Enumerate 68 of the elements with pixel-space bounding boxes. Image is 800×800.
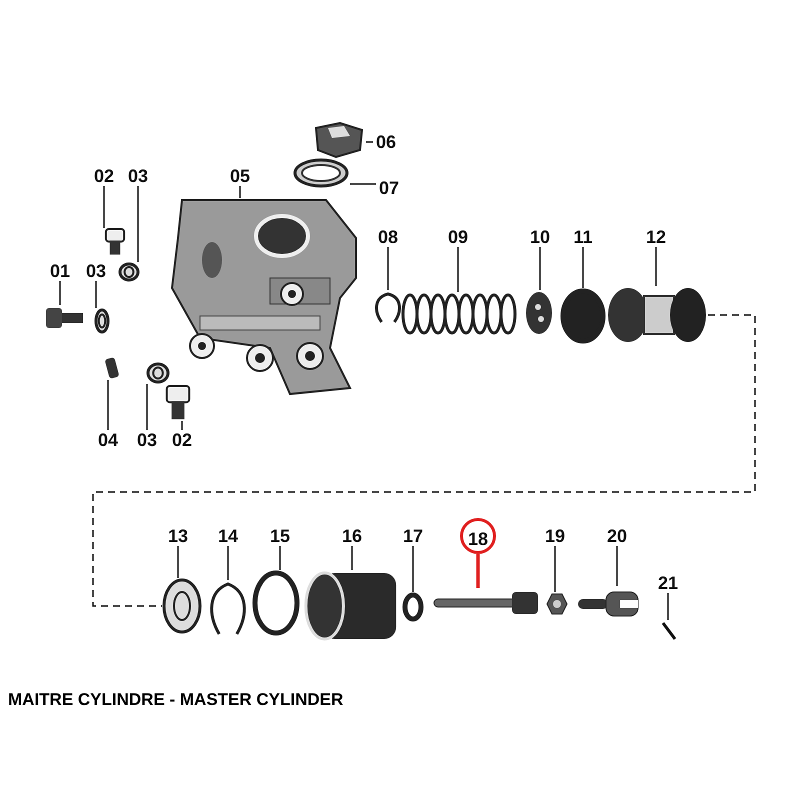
nut-drawing (546, 592, 568, 616)
callout-number: 11 (570, 227, 596, 247)
callout-number: 06 (373, 132, 399, 152)
washer-drawing (118, 262, 140, 282)
spring-drawing (400, 292, 518, 336)
callout-number: 18 (460, 518, 496, 554)
caption: MAITRE CYLINDRE - MASTER CYLINDER (8, 690, 344, 710)
leader-line (351, 546, 353, 570)
callout-number: 10 (527, 227, 553, 247)
callout-number: 12 (643, 227, 669, 247)
leader-line (476, 554, 480, 588)
leader-line (655, 247, 657, 286)
callout-number: 07 (376, 178, 402, 198)
callout-number: 20 (604, 526, 630, 546)
leader-line (412, 546, 414, 592)
leader-line (582, 247, 584, 288)
connector-line (92, 314, 756, 607)
leader-line (59, 281, 61, 305)
gasket-drawing (292, 156, 350, 190)
leader-line (279, 546, 281, 570)
leader-line (554, 546, 556, 592)
leader-line (350, 183, 376, 185)
leader-line (539, 247, 541, 290)
cup-drawing (524, 290, 554, 336)
leader-line (366, 141, 373, 143)
cylinder-body-drawing (170, 198, 360, 398)
leader-line (103, 186, 105, 228)
leader-line (95, 281, 97, 308)
leader-line (146, 384, 148, 430)
callout-number: 15 (267, 526, 293, 546)
washer-drawing (94, 308, 110, 334)
ring-drawing (252, 570, 300, 636)
callout-number: 09 (445, 227, 471, 247)
callout-number: 05 (227, 166, 253, 186)
leader-line (667, 593, 669, 620)
boot-drawing (304, 570, 398, 642)
leader-line (137, 186, 139, 262)
leader-line (387, 247, 389, 290)
pin-drawing (660, 620, 678, 642)
callout-number: 13 (165, 526, 191, 546)
leader-line (616, 546, 618, 586)
leader-line (177, 546, 179, 578)
bolt-drawing (45, 305, 85, 331)
callout-number: 03 (134, 430, 160, 450)
leader-line (181, 421, 183, 430)
disc-drawing (560, 288, 606, 344)
callout-number: 19 (542, 526, 568, 546)
callout-number: 16 (339, 526, 365, 546)
leader-line (227, 546, 229, 580)
callout-number: 02 (169, 430, 195, 450)
callout-number: 02 (91, 166, 117, 186)
callout-number: 14 (215, 526, 241, 546)
washer-drawing (162, 578, 202, 634)
leader-line (239, 186, 241, 198)
callout-number: 03 (125, 166, 151, 186)
leader-line (107, 380, 109, 430)
plug-drawing (102, 228, 128, 256)
leader-line (457, 247, 459, 292)
callout-number: 03 (83, 261, 109, 281)
callout-number: 04 (95, 430, 121, 450)
piston-drawing (606, 286, 708, 344)
callout-number: 17 (400, 526, 426, 546)
washer-drawing (146, 362, 170, 384)
callout-number: 08 (375, 227, 401, 247)
nipple-drawing (104, 356, 120, 380)
ring-drawing (402, 592, 424, 622)
callout-number: 01 (47, 261, 73, 281)
callout-number: 21 (655, 573, 681, 593)
